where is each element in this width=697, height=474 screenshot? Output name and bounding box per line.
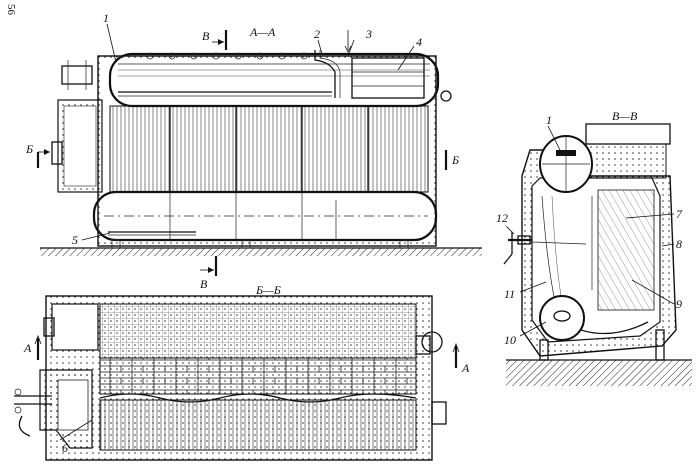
tube-bank: [109, 105, 429, 193]
view-v-v: В—В: [496, 109, 692, 386]
front-fitting: [61, 65, 93, 85]
view-a-a: В В Б Б А—А 1 2 3: [25, 11, 482, 291]
callout-4: 4: [416, 35, 422, 49]
rear-fitting: [440, 90, 452, 102]
section-title-a-a: А—А: [249, 25, 276, 39]
cut-marker-a-left: А: [23, 334, 42, 360]
cut-label-a-right: А: [461, 361, 470, 375]
callout-10: 10: [504, 333, 516, 347]
page-number: 56: [5, 4, 17, 16]
cut-label-b-right: Б: [451, 153, 459, 167]
cut-marker-b-right: Б: [444, 150, 459, 170]
callout-5: 5: [72, 233, 78, 247]
top-rollers: [146, 52, 308, 60]
convective-section: [597, 189, 655, 311]
callout-1b: 1: [546, 113, 552, 127]
section-title-b-b: Б—Б: [255, 283, 281, 297]
drum-end-b-b: [51, 303, 99, 351]
separator-box: [351, 57, 425, 99]
callout-9: 9: [676, 297, 682, 311]
cut-label-a-left: А: [23, 341, 32, 355]
flame-boundary: [99, 393, 417, 403]
section-title-v-v: В—В: [612, 109, 638, 123]
convective-tube-field: [99, 303, 417, 359]
cut-marker-a-right: А: [452, 342, 470, 375]
callout-11: 11: [504, 287, 515, 301]
furnace-tube-field: [99, 399, 417, 451]
callout-6: 6: [62, 441, 68, 455]
callouts-v-v: 1 7 8 9 10 11 12: [496, 113, 683, 347]
burner-v-v: [503, 232, 587, 265]
flue-outlet: [585, 123, 671, 145]
callout-1: 1: [103, 11, 109, 25]
cut-marker-b-left: Б: [25, 142, 50, 168]
callout-3: 3: [365, 27, 372, 41]
cut-marker-v-top: В: [202, 29, 228, 50]
rear-manhole: [421, 331, 443, 353]
brick-partition: [99, 357, 417, 395]
lower-drum: [92, 190, 438, 242]
cut-label-v-bottom: В: [200, 277, 208, 291]
cut-marker-v-bottom: В: [200, 256, 218, 291]
feed-pipe: [314, 50, 336, 98]
callout-12: 12: [496, 211, 508, 225]
callout-7: 7: [676, 207, 683, 221]
floor-v-v: [506, 360, 692, 386]
callouts-a-a: 1 2 3 4 5: [72, 11, 422, 247]
cut-label-b-left: Б: [25, 142, 33, 156]
floor-a-a: [40, 248, 482, 256]
view-b-b: Б—Б А А 6: [14, 283, 470, 461]
lower-drum-section: [539, 295, 585, 341]
callout-2: 2: [314, 27, 320, 41]
callout-8: 8: [676, 237, 682, 251]
cut-label-v-top: В: [202, 29, 210, 43]
